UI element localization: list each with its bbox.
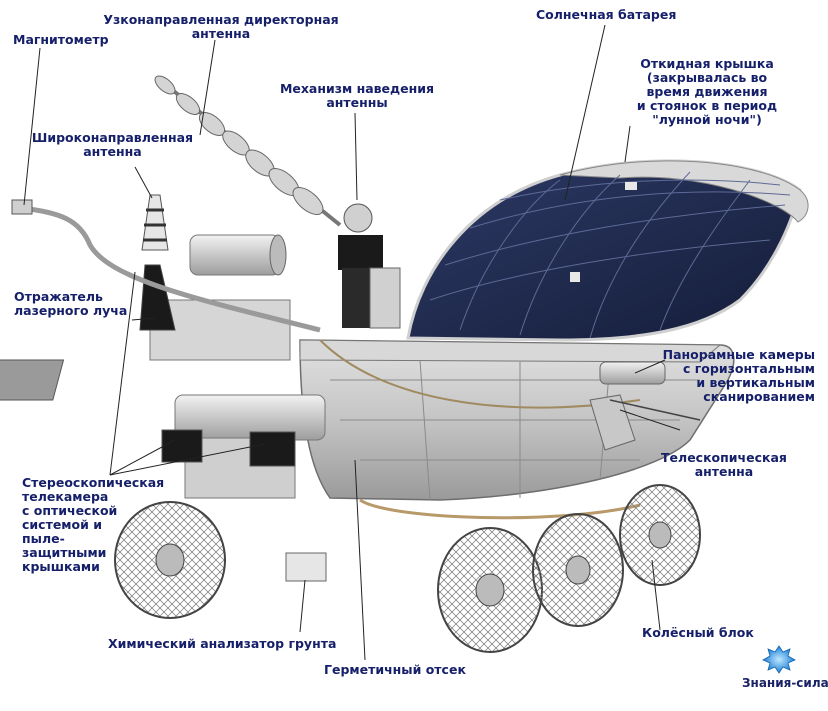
soil-analyzer-label: Химический анализатор грунта <box>108 636 337 651</box>
wheel <box>437 527 543 653</box>
panoramic-cameras-label: Панорамные камеры с горизонтальным и вер… <box>662 347 815 404</box>
leader-lines <box>23 24 681 661</box>
logo-text: Знания-сила <box>742 676 828 690</box>
wheel <box>532 513 624 627</box>
magnetometer-label: Магнитометр <box>13 32 109 47</box>
wheel <box>114 501 226 619</box>
directional-antenna-label: Узконаправленная директорная антенна <box>103 12 339 41</box>
pointing-mechanism-label: Механизм наведения антенны <box>279 81 435 110</box>
wide-antenna <box>141 194 169 251</box>
solar-battery-label: Солнечная батарея <box>536 7 677 22</box>
telescopic-antenna-label: Телескопическая антенна <box>661 450 787 479</box>
lid-label: Откидная крышка (закрывалась во время дв… <box>636 56 778 127</box>
sealed-compartment-label: Герметичный отсек <box>324 662 466 677</box>
solar-panel-lid <box>406 159 809 342</box>
directional-antenna <box>154 75 342 227</box>
wheel-block-label: Колёсный блок <box>642 625 754 640</box>
wheels <box>114 484 701 653</box>
wheel <box>619 484 701 586</box>
pointing-mechanism <box>338 203 401 329</box>
magnetometer-boom <box>11 199 321 333</box>
logo-star-icon <box>762 645 796 674</box>
front-equipment <box>0 234 326 499</box>
stereo-camera-label: Стереоскопическая телекамера с оптическо… <box>22 475 165 574</box>
laser-reflector-label: Отражатель лазерного луча <box>14 289 128 318</box>
wide-antenna-label: Широконаправленная антенна <box>31 130 194 159</box>
